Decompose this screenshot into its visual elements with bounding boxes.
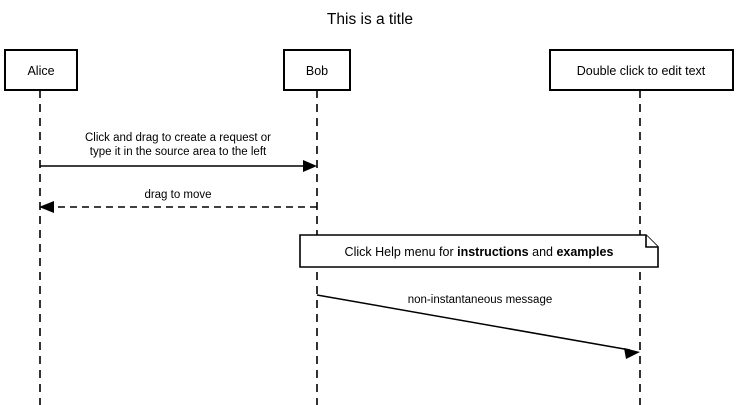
actor-label-bob[interactable]: Bob bbox=[306, 64, 328, 78]
actor-alice[interactable]: Alice bbox=[4, 49, 78, 91]
note-help[interactable]: Click Help menu for instructions and exa… bbox=[299, 234, 659, 268]
actor-third[interactable]: Double click to edit text bbox=[549, 49, 734, 91]
actor-label-alice[interactable]: Alice bbox=[27, 64, 54, 78]
message-request-label-line2[interactable]: type it in the source area to the left bbox=[90, 146, 267, 158]
message-return[interactable]: drag to move bbox=[39, 189, 317, 213]
note-segment-plain-2: and bbox=[529, 245, 557, 259]
note-help-body[interactable] bbox=[299, 234, 659, 268]
message-return-label[interactable]: drag to move bbox=[144, 189, 211, 201]
note-segment-bold-examples: examples bbox=[556, 245, 613, 259]
actor-box-third[interactable] bbox=[549, 49, 734, 91]
note-segment-plain-1: Click Help menu for bbox=[345, 245, 458, 259]
actor-bob[interactable]: Bob bbox=[283, 49, 351, 91]
message-request[interactable]: Click and drag to create a request or ty… bbox=[40, 132, 317, 172]
note-help-label[interactable]: Click Help menu for instructions and exa… bbox=[345, 245, 614, 259]
message-request-arrowhead bbox=[303, 160, 317, 172]
message-async[interactable]: non-instantaneous message bbox=[316, 294, 640, 359]
message-async-arrowhead bbox=[624, 348, 640, 359]
message-request-label-line1[interactable]: Click and drag to create a request or bbox=[85, 132, 271, 144]
message-return-arrowhead bbox=[39, 201, 54, 213]
note-segment-bold-instructions: instructions bbox=[457, 245, 529, 259]
actor-box-bob[interactable] bbox=[283, 49, 351, 91]
message-async-label[interactable]: non-instantaneous message bbox=[408, 294, 553, 306]
actor-box-alice[interactable] bbox=[4, 49, 78, 91]
message-async-line[interactable] bbox=[316, 294, 631, 351]
diagram-title[interactable]: This is a title bbox=[327, 11, 413, 28]
note-help-fold-icon bbox=[645, 235, 658, 248]
actor-label-third[interactable]: Double click to edit text bbox=[577, 64, 706, 78]
